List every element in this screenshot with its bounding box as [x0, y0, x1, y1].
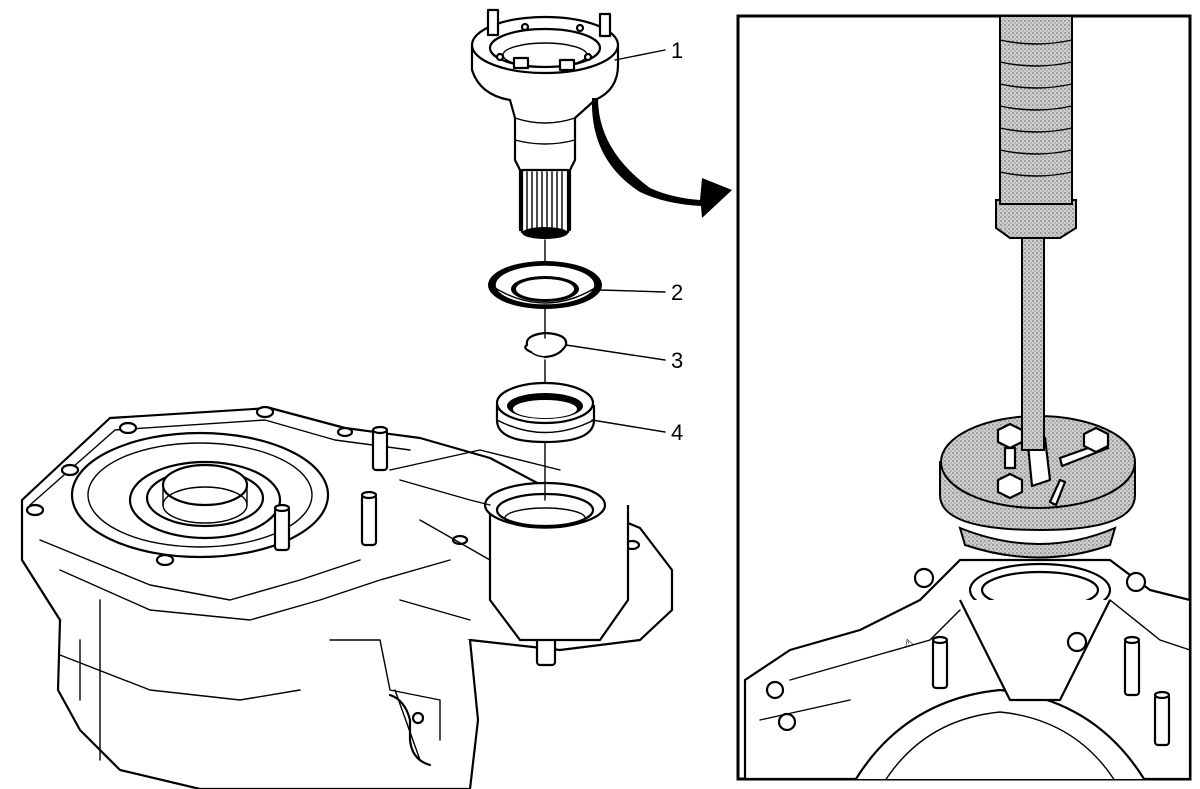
- callout-2: 2: [671, 280, 683, 305]
- part-4-bearing: [495, 381, 596, 444]
- callout-3: 3: [671, 348, 683, 373]
- callout-1: 1: [671, 38, 683, 63]
- svg-text:⚠: ⚠: [902, 636, 916, 651]
- transfer-case-housing: [20, 405, 674, 789]
- part-3-snap-ring: [524, 331, 568, 359]
- part-2-seal: [488, 261, 602, 309]
- hammer-grip-rings: [999, 39, 1073, 177]
- inset-studs: [765, 567, 1171, 747]
- inset-housing: ⚠: [743, 558, 1190, 779]
- shaft-splines: [526, 171, 563, 231]
- detail-inset: ⚠: [736, 14, 1192, 781]
- callout-4: 4: [671, 420, 683, 445]
- detail-arrow: [591, 98, 732, 218]
- callout-leaders: [565, 49, 666, 433]
- slide-hammer: [995, 16, 1077, 451]
- part-1-output-housing: [470, 8, 620, 239]
